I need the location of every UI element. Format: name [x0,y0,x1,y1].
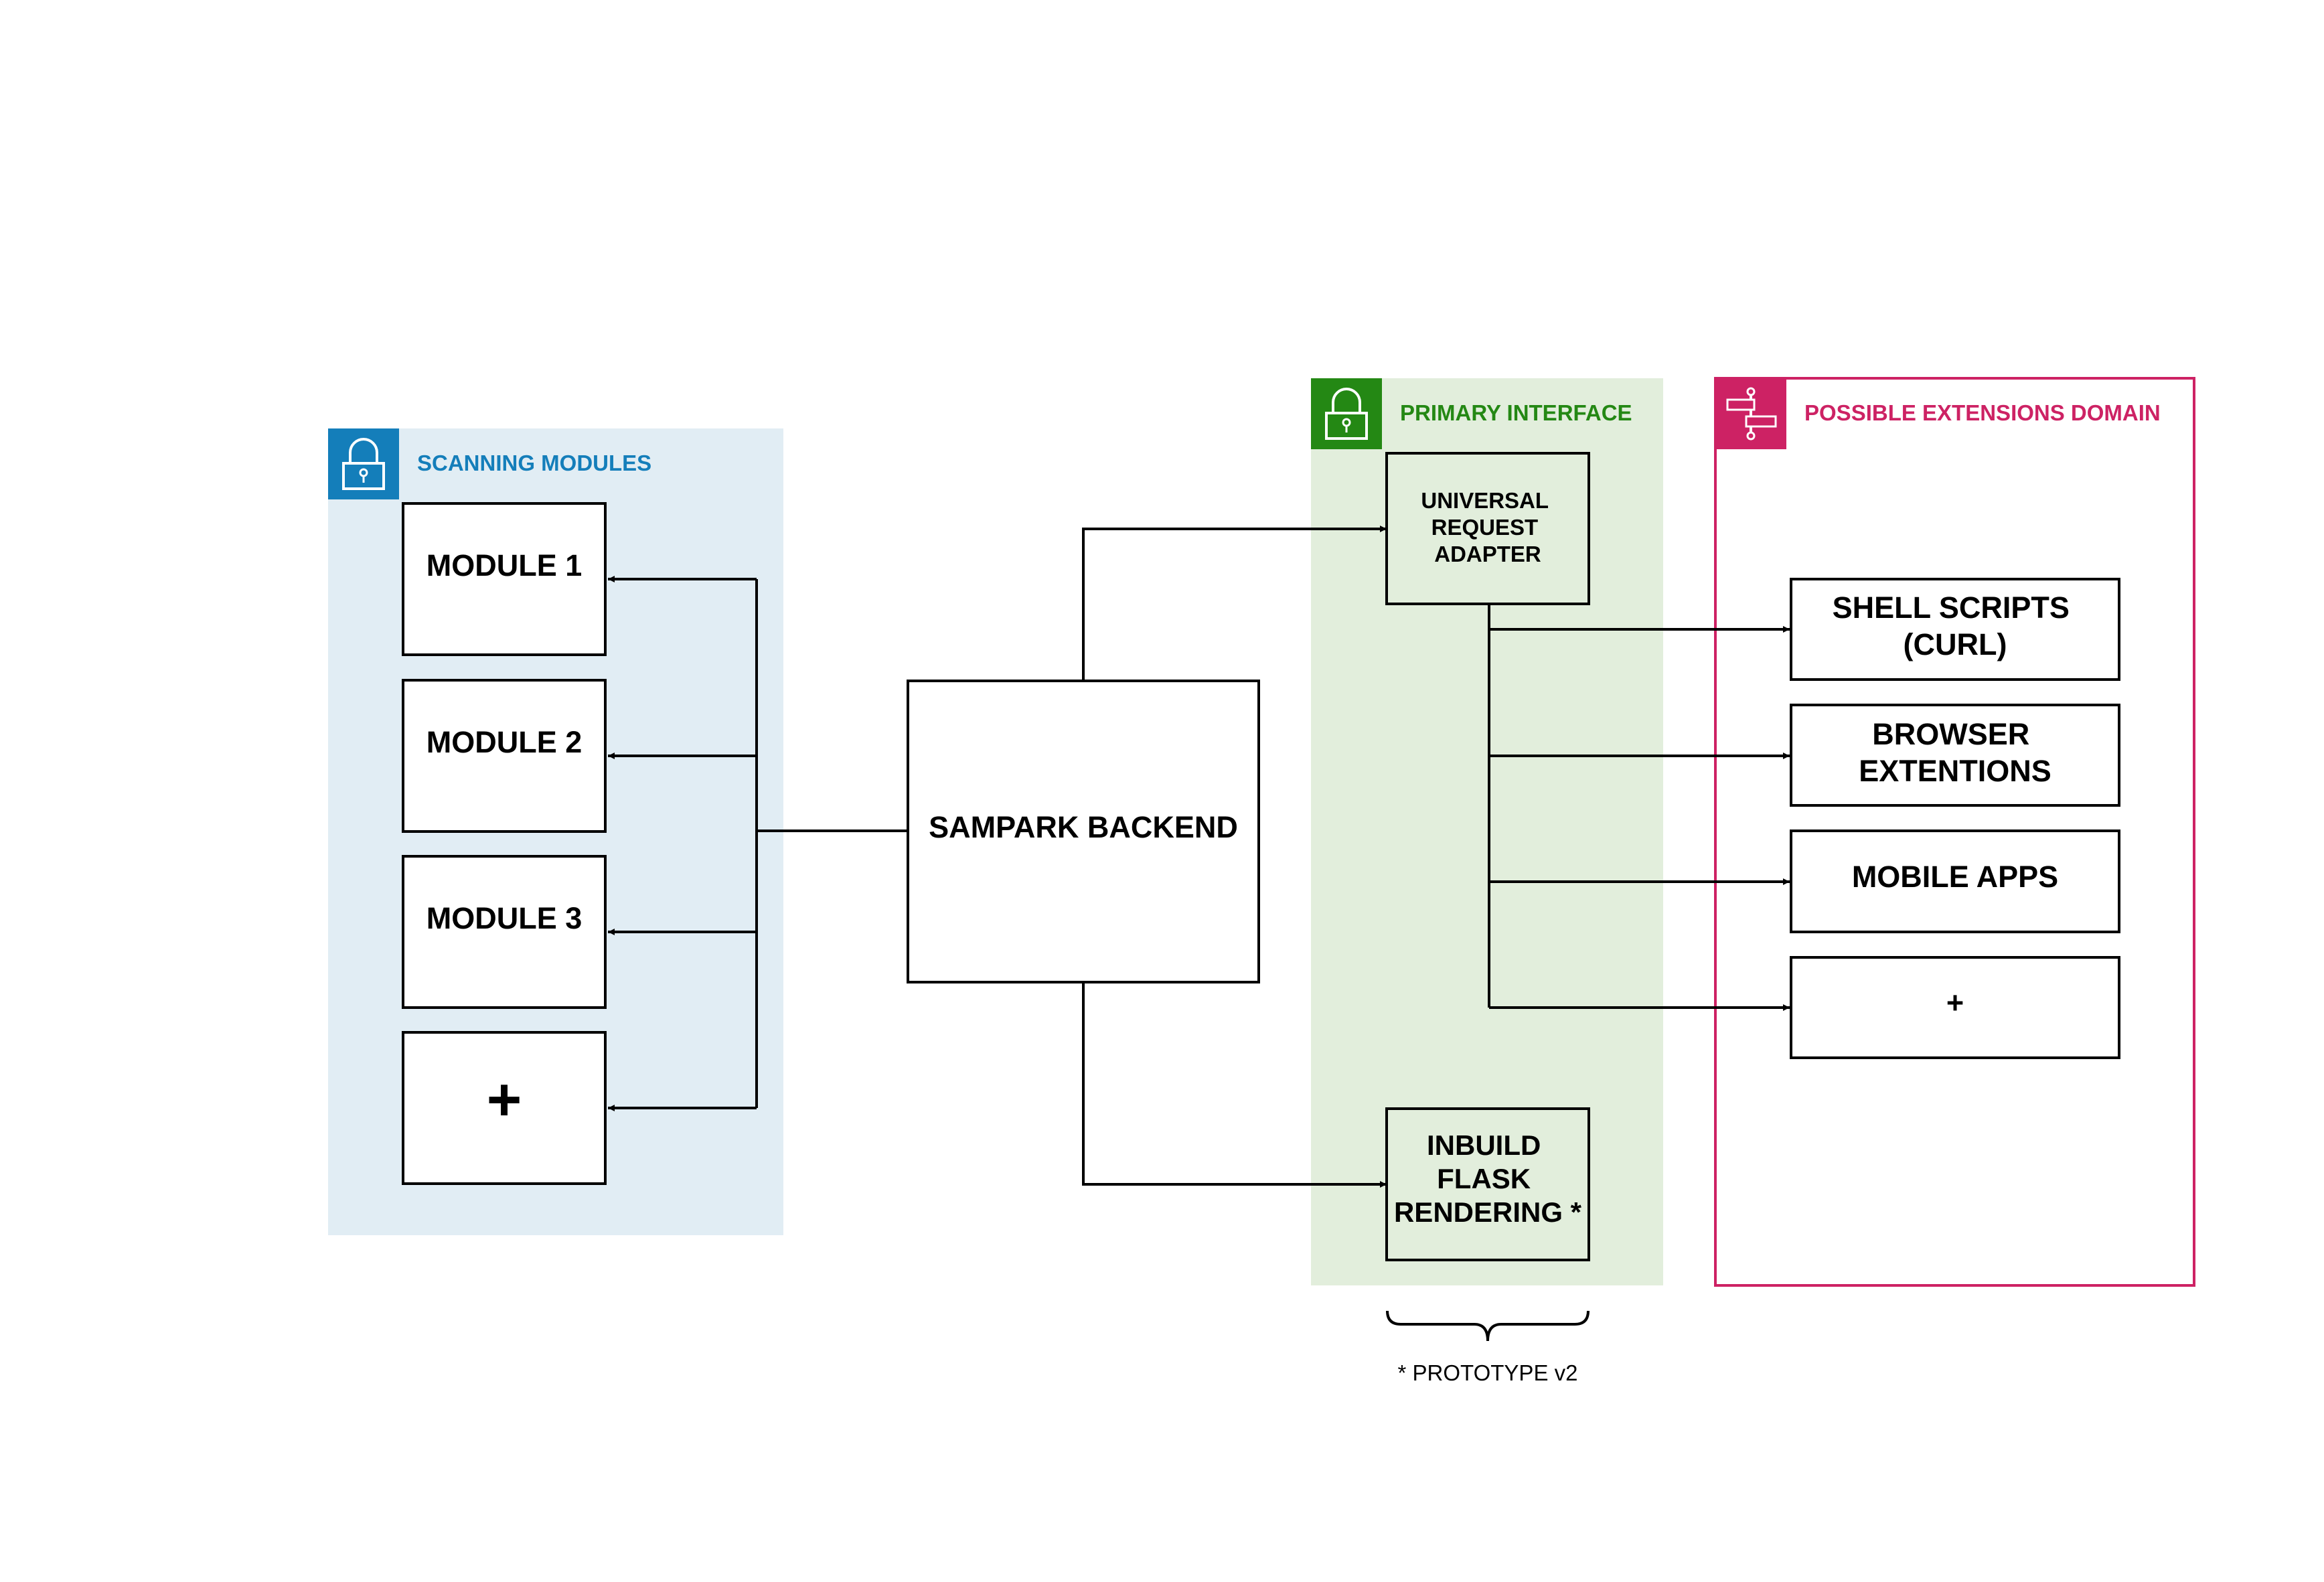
edges [608,526,1790,1188]
group-possible-extensions: POSSIBLE EXTENSIONS DOMAIN [1714,377,2195,1287]
node-browser-extentions[interactable]: BROWSER EXTENTIONS [1790,704,2120,807]
prototype-annotation: * PROTOTYPE v2 [1386,1310,1590,1385]
scanning-lock-icon [328,428,399,499]
node-module-more-label: + [487,1066,522,1133]
edge-backend-flask [1082,983,1387,1188]
node-module-3-label: MODULE 3 [427,901,583,935]
node-sampark-backend[interactable]: SAMPARK BACKEND [907,680,1260,983]
edge-backend-adapter [1082,526,1387,680]
extensions-workflow-icon [1715,378,1786,449]
node-module-3[interactable]: MODULE 3 [402,855,607,1009]
prototype-note: * PROTOTYPE v2 [1398,1360,1578,1385]
group-scanning-modules-title: SCANNING MODULES [417,451,651,475]
node-universal-request-adapter-label: UNIVERSAL REQUEST ADAPTER [1421,488,1554,566]
node-shell-scripts-label: SHELL SCRIPTS (CURL) [1833,590,2078,661]
group-possible-extensions-area [1714,377,2195,1287]
node-module-2-label: MODULE 2 [427,725,583,759]
node-inbuild-flask-rendering[interactable]: INBUILD FLASK RENDERING * [1385,1107,1590,1261]
prototype-curly-brace [1386,1310,1590,1342]
node-inbuild-flask-rendering-label: INBUILD FLASK RENDERING * [1394,1129,1582,1228]
group-possible-extensions-title: POSSIBLE EXTENSIONS DOMAIN [1804,400,2161,425]
node-mobile-apps-label: MOBILE APPS [1852,860,2058,894]
node-universal-request-adapter[interactable]: UNIVERSAL REQUEST ADAPTER [1385,452,1590,605]
primary-lock-icon [1311,378,1382,449]
node-module-1[interactable]: MODULE 1 [402,502,607,656]
node-module-1-label: MODULE 1 [427,548,583,582]
node-module-more[interactable]: + [402,1031,607,1185]
node-module-2[interactable]: MODULE 2 [402,679,607,833]
node-sampark-backend-label: SAMPARK BACKEND [929,810,1238,844]
node-shell-scripts[interactable]: SHELL SCRIPTS (CURL) [1790,578,2120,681]
node-extensions-more-label: + [1946,985,1964,1020]
node-extensions-more[interactable]: + [1790,956,2120,1059]
node-mobile-apps[interactable]: MOBILE APPS [1790,829,2120,933]
group-primary-interface-title: PRIMARY INTERFACE [1400,400,1632,425]
node-browser-extentions-label: BROWSER EXTENTIONS [1859,717,2051,788]
